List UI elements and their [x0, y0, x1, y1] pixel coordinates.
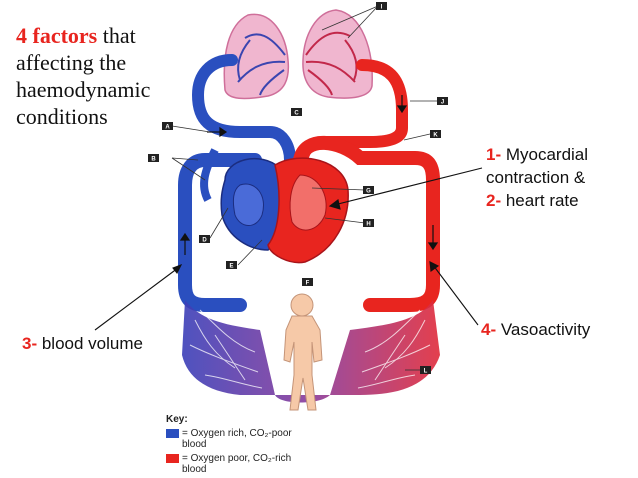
label-f: F [302, 278, 313, 286]
svg-text:D: D [202, 237, 207, 243]
lungs [223, 9, 373, 100]
legend-title: Key: [166, 414, 188, 425]
legend-item-oxygen-poor: = Oxygen poor, CO₂-rich blood [166, 453, 292, 475]
aorta-loop [293, 135, 440, 312]
legend-text-oxygen-rich: = Oxygen rich, CO₂-poor blood [182, 428, 292, 450]
callout-text-heart-rate: heart rate [501, 191, 579, 210]
label-k: K [430, 130, 441, 138]
svg-text:H: H [366, 221, 370, 227]
callout-text-blood-volume: blood volume [37, 334, 143, 353]
slide-heading: 4 factors that affecting the haemodynami… [16, 22, 196, 130]
callout-pointers [94, 167, 483, 331]
callout-text-myocardial: Myocardial contraction & [486, 145, 589, 187]
svg-text:I: I [381, 4, 383, 10]
svg-text:C: C [294, 110, 299, 116]
svg-text:J: J [441, 99, 444, 105]
svg-text:L: L [424, 368, 428, 374]
callout-number-1: 1- [486, 145, 502, 164]
legend-item-oxygen-rich: = Oxygen rich, CO₂-poor blood [166, 428, 292, 450]
upper-vein-branch [200, 148, 219, 202]
callout-number-3: 3- [22, 334, 38, 353]
label-d: D [199, 235, 210, 243]
label-c: C [291, 108, 302, 116]
svg-text:G: G [366, 188, 371, 194]
swatch-red [166, 454, 179, 463]
label-a: A [162, 122, 173, 130]
letter-labels: A B C D E F G H I J K L [148, 2, 448, 374]
legend-key: Key: = Oxygen rich, CO₂-poor blood = Oxy… [166, 414, 292, 475]
svg-text:E: E [229, 263, 233, 269]
svg-text:K: K [433, 132, 438, 138]
human-figure [283, 293, 323, 411]
svg-text:B: B [151, 156, 156, 162]
callout-vasoactivity: 4- Vasoactivity [481, 318, 590, 341]
swatch-blue [166, 429, 179, 438]
capillary-bed-shape [182, 300, 440, 403]
label-b: B [148, 154, 159, 162]
svg-text:F: F [306, 280, 310, 286]
label-l: L [420, 366, 431, 374]
callout-number-2: 2- [486, 191, 502, 210]
heart [220, 157, 349, 264]
pulmonary-artery-loop [191, 54, 296, 166]
systemic-capillary-bed [182, 300, 440, 403]
label-h: H [363, 219, 374, 227]
label-i: I [376, 2, 387, 10]
figure-body [283, 315, 323, 411]
callout-myocardial: 1- Myocardial contraction & 2- heart rat… [486, 143, 638, 212]
label-e: E [226, 261, 237, 269]
callout-text-vasoactivity: Vasoactivity [496, 320, 591, 339]
svg-text:A: A [165, 124, 170, 130]
heading-highlight: 4 factors [16, 23, 98, 48]
label-g: G [363, 186, 374, 194]
legend-text-oxygen-poor: = Oxygen poor, CO₂-rich blood [182, 453, 292, 475]
flow-arrows [179, 95, 439, 255]
heading-rest: that affecting the haemodynamic conditio… [16, 23, 151, 129]
figure-head [290, 293, 314, 317]
left-lung [223, 13, 290, 100]
label-j: J [437, 97, 448, 105]
callout-blood-volume: 3- blood volume [22, 332, 143, 355]
callout-number-4: 4- [481, 320, 497, 339]
